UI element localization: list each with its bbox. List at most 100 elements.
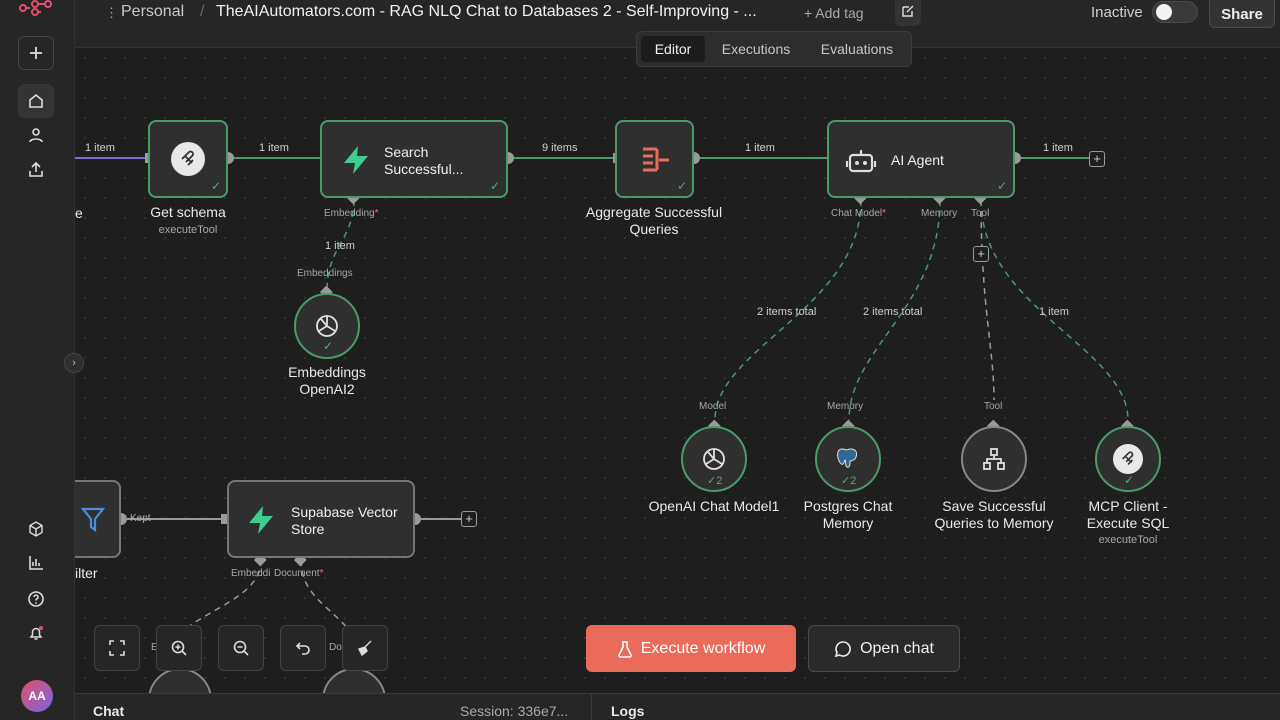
bottom-panel: Chat Session: 336e7... Logs [75, 693, 1280, 720]
broom-icon [358, 640, 372, 657]
avatar[interactable]: AA [21, 680, 53, 712]
success-check-icon: ✓ [210, 179, 221, 193]
run-count-badge: ✓2 [707, 475, 723, 487]
openai-chat-model-node[interactable]: ✓2 [681, 426, 747, 492]
mcp-client-title: MCP Client - Execute SQL [1086, 498, 1170, 531]
mcp-client-node[interactable]: ✓ [1095, 426, 1161, 492]
cube-icon[interactable] [18, 512, 54, 546]
port-label-partial: E [151, 642, 158, 653]
user-icon[interactable] [18, 118, 54, 152]
postgres-chat-memory-node[interactable]: ✓2 [815, 426, 881, 492]
get-schema-subtitle: executeTool [158, 224, 218, 236]
search-successful-node[interactable]: Search Successful... ✓ [320, 120, 508, 198]
zoom-in-button[interactable] [156, 625, 202, 671]
logs-panel-title[interactable]: Logs [611, 703, 645, 719]
robot-icon [845, 150, 877, 173]
postgres-chat-memory-title: Postgres Chat Memory [803, 498, 893, 531]
fit-view-button[interactable] [94, 625, 140, 671]
sitemap-icon [983, 448, 1005, 470]
execute-workflow-label: Execute workflow [640, 639, 766, 657]
embeddings-openai-node[interactable]: ✓ [294, 293, 360, 359]
upload-icon[interactable] [18, 152, 54, 186]
active-toggle[interactable] [1152, 1, 1198, 23]
add-tag-link[interactable]: + Add tag [804, 5, 864, 21]
mcp-client-subtitle: executeTool [1098, 534, 1158, 546]
bell-icon[interactable] [18, 616, 54, 650]
port-label-tool-in: Tool [984, 401, 1003, 412]
sidebar-collapse-chevron-icon[interactable]: › [64, 353, 84, 373]
zoom-out-button[interactable] [218, 625, 264, 671]
get-schema-title: Get schema [150, 204, 226, 220]
workflow-title[interactable]: TheAIAutomators.com - RAG NLQ Chat to Da… [216, 3, 757, 20]
port-label-embeddings: Embeddings [297, 268, 353, 279]
run-count-badge: ✓2 [841, 475, 857, 487]
wire-label: 2 items total [757, 306, 817, 318]
aggregate-node[interactable]: ✓ [615, 120, 694, 198]
wire-label: 1 item [1043, 142, 1073, 154]
fullscreen-icon [109, 640, 125, 656]
port-label-memory: Memory [921, 208, 958, 219]
open-chat-label: Open chat [860, 639, 934, 657]
panel-divider[interactable] [591, 694, 592, 720]
open-chat-button[interactable]: Open chat [808, 625, 960, 672]
aggregate-icon [643, 147, 669, 172]
get-schema-node[interactable]: ✓ [148, 120, 228, 198]
zoom-in-icon [171, 640, 187, 656]
left-sidebar: AA [0, 0, 75, 720]
breadcrumb-project[interactable]: Personal [121, 3, 185, 20]
wire-label: 1 item [259, 142, 289, 154]
filter-funnel-icon [81, 507, 105, 533]
success-check-icon: ✓ [1124, 473, 1135, 487]
chat-panel-title[interactable]: Chat [93, 703, 125, 719]
tab-editor[interactable]: Editor [641, 36, 705, 62]
port-label-tool: Tool [971, 208, 990, 219]
tidy-up-button[interactable] [342, 625, 388, 671]
wire-label: 1 item [1039, 306, 1069, 318]
breadcrumb-separator: / [200, 3, 205, 20]
mcp-icon [1113, 444, 1143, 474]
success-check-icon: ✓ [323, 339, 334, 353]
workflow-canvas[interactable]: e ✓ Get schema executeTool Search Succes… [75, 48, 1280, 693]
chat-bubble-icon [834, 640, 851, 657]
wire-label: 1 item [745, 142, 775, 154]
ai-agent-title: AI Agent [891, 152, 944, 168]
port-label-model: Model [699, 401, 727, 412]
port-label-memory-in: Memory [827, 401, 864, 412]
bar-chart-icon[interactable] [18, 546, 54, 580]
save-queries-node[interactable] [961, 426, 1027, 492]
openai-icon [703, 448, 725, 470]
supabase-vector-store-title: Supabase Vector Store [291, 504, 398, 537]
execute-workflow-button[interactable]: Execute workflow [586, 625, 796, 672]
ai-agent-node[interactable]: AI Agent ✓ [827, 120, 1015, 198]
home-icon[interactable] [18, 84, 54, 118]
share-button[interactable]: Share [1209, 0, 1275, 28]
edit-description-button[interactable] [895, 0, 921, 26]
help-icon[interactable] [18, 582, 54, 616]
wire-label: 1 item [325, 240, 355, 252]
reset-zoom-button[interactable] [280, 625, 326, 671]
status-label: Inactive [1091, 4, 1143, 21]
view-tabs: Editor Executions Evaluations [636, 31, 912, 67]
edit-icon [902, 5, 914, 17]
folder-icon: ⋮ [105, 5, 118, 20]
tab-executions[interactable]: Executions [721, 41, 791, 57]
add-icon[interactable] [18, 36, 54, 70]
filter-node[interactable] [75, 480, 121, 558]
add-node-plus-icon[interactable]: + [1089, 151, 1105, 167]
save-queries-title: Save Successful Queries to Memory [934, 498, 1054, 531]
session-label: Session: 336e7... [460, 703, 569, 719]
add-tool-plus-icon[interactable]: + [973, 246, 989, 262]
port-label-chat-model: Chat Model* [831, 208, 887, 219]
success-check-icon: ✓ [996, 179, 1007, 193]
supabase-vector-store-node[interactable]: Supabase Vector Store [227, 480, 415, 558]
filter-title: ilter [75, 565, 98, 581]
add-node-plus-icon[interactable]: + [461, 511, 477, 527]
tab-evaluations[interactable]: Evaluations [820, 41, 894, 57]
wire-label: 2 items total [863, 306, 923, 318]
port-label-document: Document* [274, 568, 324, 579]
embeddings-openai-title: Embeddings OpenAI2 [288, 364, 366, 397]
wire-label: Kept [130, 513, 151, 524]
wire-label: 1 item [85, 142, 115, 154]
undo-icon [295, 642, 310, 655]
n8n-logo[interactable] [18, 0, 54, 16]
